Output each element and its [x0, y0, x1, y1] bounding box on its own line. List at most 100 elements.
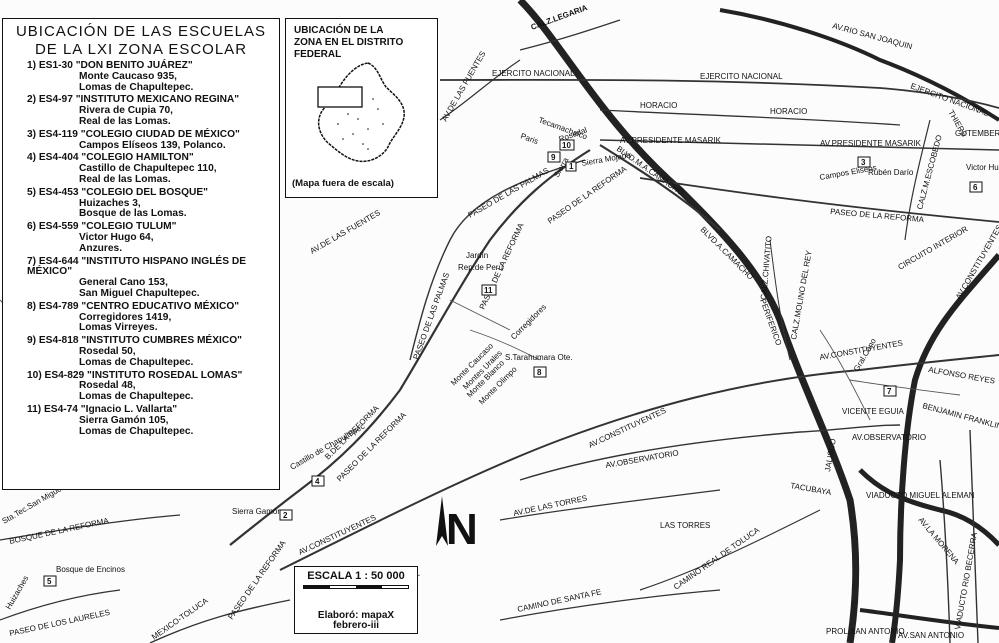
school-heading: 4) ES4-404 "COLEGIO HAMILTON": [27, 152, 194, 164]
school-address: Huizaches 3,: [79, 197, 141, 209]
school-heading: 8) ES4-789 "CENTRO EDUCATIVO MÉXICO": [27, 300, 240, 312]
street-horacio-1: HORACIO: [640, 101, 677, 110]
observatorio-road: [519, 424, 901, 481]
school-address: Lomas de Chapultepec.: [79, 81, 194, 93]
marker-label: 11: [484, 286, 493, 295]
camino-toluca-road: [639, 509, 821, 591]
inset-scale-note: (Mapa fuera de escala): [292, 178, 394, 189]
map-credit: Elaboró: mapaX febrero-iii: [295, 611, 417, 631]
federal-district-outline: [317, 62, 405, 163]
inset-title-line-3: FEDERAL: [294, 49, 342, 60]
school-address: Rosedal 48,: [79, 380, 136, 392]
school-address: Rivera de Cupia 70,: [79, 105, 173, 117]
horacio-road: [599, 109, 901, 126]
santa-fe-road: [499, 589, 721, 621]
school-legend-panel: UBICACIÓN DE LAS ESCUELAS DE LA LXI ZONA…: [2, 18, 280, 490]
street-rep-peru: Rep.de Perú: [458, 263, 503, 272]
school-heading: 7) ES4-644 "INSTITUTO HISPANO INGLÉS DE …: [27, 255, 247, 278]
street-sierra-gamon: Sierra Gamón: [232, 507, 282, 516]
minor-road-3: [449, 299, 511, 331]
school-address: Lomas de Chapultepec.: [79, 391, 194, 403]
district-shape: [317, 62, 405, 163]
school-marker-5[interactable]: 5: [43, 575, 57, 587]
school-address: Real de las Lomas.: [79, 173, 171, 185]
school-entry-7: 7) ES4-644 "INSTITUTO HISPANO INGLÉS DE …: [7, 255, 275, 300]
north-arrow: N: [446, 508, 478, 552]
marker-label: 4: [315, 477, 320, 486]
school-marker-4[interactable]: 4: [311, 475, 325, 487]
school-heading: 6) ES4-559 "COLEGIO TULUM": [27, 221, 177, 233]
school-address: Sierra Gamón 105,: [79, 414, 169, 426]
street-victor-hugo: Victor Hugo: [966, 163, 999, 172]
viaducto-road: [858, 468, 999, 547]
marker-label: 7: [887, 387, 892, 396]
school-address: Lomas de Chapultepec.: [79, 425, 194, 437]
minor-road-4: [819, 329, 871, 421]
school-marker-11[interactable]: 11: [481, 284, 497, 296]
school-address: Rosedal 50,: [79, 345, 136, 357]
street-viaducto: VIADUCTO MIGUEL ALEMAN: [866, 491, 975, 500]
street-bosque-encinos: Bosque de Encinos: [56, 565, 125, 574]
bosque-reforma-road: [0, 514, 181, 541]
street-masaryk-2: AV.PRESIDENTE MASARIK: [820, 139, 922, 148]
marker-label: 6: [973, 183, 978, 192]
north-arrow-icon: [436, 496, 448, 546]
inset-title-line-1: UBICACIÓN DE LA: [294, 25, 384, 36]
school-address: Lomas Virreyes.: [79, 322, 158, 334]
minor-road-5: [849, 379, 961, 396]
escobedo-road: [904, 119, 931, 241]
school-entry-9: 9) ES4-818 "INSTITUTO CUMBRES MÉXICO"Ros…: [7, 335, 275, 368]
north-label: N: [446, 505, 478, 554]
school-address: Corregidores 1419,: [79, 311, 172, 323]
san-antonio-road: [859, 608, 999, 630]
school-heading: 11) ES4-74 "Ignacio L. Vallarta": [27, 403, 178, 415]
torres-road: [499, 489, 721, 521]
school-address: General Cano 153,: [79, 277, 168, 289]
scale-box: ESCALA 1 : 50 000 Elaboró: mapaX febrero…: [294, 566, 418, 634]
school-entry-5: 5) ES4-453 "COLEGIO DEL BOSQUE"Huizaches…: [7, 187, 275, 220]
location-inset: UBICACIÓN DE LA ZONA EN EL DISTRITO FEDE…: [285, 18, 438, 198]
masaryk-road: [599, 139, 999, 151]
credit-line-2: febrero-iii: [332, 620, 380, 631]
school-list: 1) ES1-30 "DON BENITO JUÁREZ"Monte Cauca…: [3, 60, 279, 437]
marker-label: 5: [47, 577, 52, 586]
school-heading: 9) ES4-818 "INSTITUTO CUMBRES MÉXICO": [27, 335, 242, 347]
school-marker-6[interactable]: 6: [969, 181, 983, 193]
school-address: Campos Elíseos 139, Polanco.: [79, 139, 226, 151]
marker-label: 9: [551, 153, 556, 162]
revolucion-road: [939, 459, 951, 643]
school-marker-7[interactable]: 7: [883, 385, 897, 397]
school-marker-10[interactable]: 10: [559, 139, 575, 151]
school-entry-10: 10) ES4-829 "INSTITUTO ROSEDAL LOMAS"Ros…: [7, 369, 275, 403]
reforma-road-north: [639, 177, 999, 223]
paseo-reforma-road: [229, 149, 591, 546]
legend-title: UBICACIÓN DE LAS ESCUELAS DE LA LXI ZONA…: [3, 23, 279, 59]
school-entry-1: 1) ES1-30 "DON BENITO JUÁREZ"Monte Cauca…: [7, 60, 275, 93]
school-marker-1b[interactable]: 1: [565, 161, 577, 172]
school-heading: 10) ES4-829 "INSTITUTO ROSEDAL LOMAS": [27, 369, 243, 381]
school-marker-1[interactable]: 8: [533, 366, 547, 378]
school-marker-2[interactable]: 2: [279, 509, 293, 521]
school-address: Anzures.: [79, 242, 123, 254]
periferico-road: [517, 0, 860, 643]
chivatito-road: [769, 239, 791, 361]
school-address: San Miguel Chapultepec.: [79, 287, 200, 299]
minor-road-2: [469, 329, 541, 361]
street-vicente-eguia: VICENTE EGUIA: [842, 407, 904, 416]
credit-line-1: Elaboró: mapaX: [317, 610, 395, 621]
marker-label: 3: [861, 158, 866, 167]
street-jardin: Jardín: [466, 251, 488, 260]
rio-san-joaquin-road: [719, 8, 999, 122]
scale-bar-segment: [304, 586, 330, 588]
school-address: Real de las Lomas.: [79, 115, 171, 127]
legaria-road: [519, 19, 621, 51]
school-address: Lomas de Chapultepec.: [79, 356, 194, 368]
school-marker-9[interactable]: 9: [547, 151, 561, 163]
school-address: Bosque de las Lomas.: [79, 208, 187, 220]
legend-title-line-1: UBICACIÓN DE LAS ESCUELAS: [15, 23, 267, 40]
school-heading: 1) ES1-30 "DON BENITO JUÁREZ": [27, 60, 193, 71]
school-marker-3[interactable]: 3: [857, 156, 871, 168]
school-entry-2: 2) ES4-97 "INSTITUTO MEXICANO REGINA"Riv…: [7, 95, 275, 127]
school-entry-4: 4) ES4-404 "COLEGIO HAMILTON"Castillo de…: [7, 153, 275, 185]
